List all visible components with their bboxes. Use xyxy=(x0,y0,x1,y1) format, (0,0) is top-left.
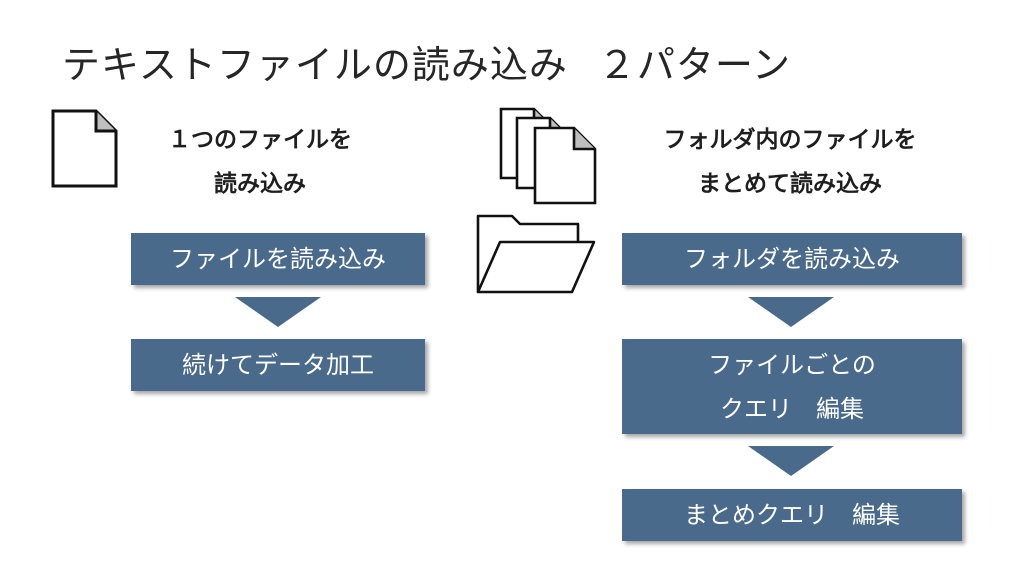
file-icon xyxy=(51,109,118,188)
right-step-per-file-query-line1: ファイルごとの xyxy=(708,350,876,379)
right-step-read-folder: フォルダを読み込み xyxy=(622,233,962,285)
left-step-read-file-label: ファイルを読み込み xyxy=(170,245,386,273)
page-title-main: テキストファイルの読み込み xyxy=(62,43,568,87)
right-step-combined-query-label: まとめクエリ 編集 xyxy=(684,501,900,529)
left-step-read-file: ファイルを読み込み xyxy=(131,233,425,285)
left-heading-line1: １つのファイルを xyxy=(168,127,352,153)
right-step-per-file-query: ファイルごとの クエリ 編集 xyxy=(622,339,962,434)
right-arrow-down-1 xyxy=(748,297,834,327)
left-arrow-down xyxy=(235,297,321,327)
left-heading-line2: 読み込み xyxy=(214,171,306,197)
left-step-transform: 続けてデータ加工 xyxy=(131,339,425,391)
right-step-read-folder-label: フォルダを読み込み xyxy=(684,245,900,273)
right-heading-line1: フォルダ内のファイルを xyxy=(663,127,917,153)
right-heading: フォルダ内のファイルを まとめて読み込み xyxy=(625,118,955,206)
open-folder-icon xyxy=(476,214,596,294)
page-title: テキストファイルの読み込み ２パターン xyxy=(62,34,791,89)
right-heading-line2: まとめて読み込み xyxy=(698,171,882,197)
right-step-combined-query: まとめクエリ 編集 xyxy=(622,489,962,541)
page-title-sub: ２パターン xyxy=(597,43,791,87)
left-step-transform-label: 続けてデータ加工 xyxy=(182,351,374,379)
left-heading: １つのファイルを 読み込み xyxy=(150,118,370,206)
right-step-per-file-query-line2: クエリ 編集 xyxy=(720,394,864,423)
right-arrow-down-2 xyxy=(748,446,834,476)
multiple-files-icon xyxy=(499,107,597,205)
